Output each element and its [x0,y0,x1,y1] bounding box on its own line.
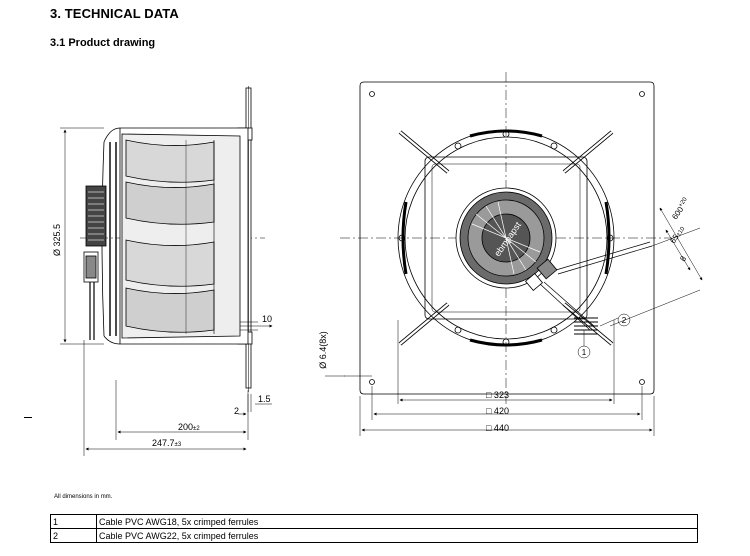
dim-323-label: □ 323 [486,390,509,400]
dim-1-5-label: 1.5 [258,394,271,404]
dimensions-note: All dimensions in mm. [54,494,113,500]
dim-200-label: 200±2 [178,422,200,432]
ferrule-length-label: 8 [678,254,688,263]
dim-200-value: 200 [178,422,193,432]
dim-10-label: 10 [262,314,272,324]
legend-number: 2 [50,528,97,543]
dim-247-value: 247.7 [152,438,175,448]
product-drawing: Ø 325.5 10 1.5 2 200±2 247.7±3 [52,72,703,456]
front-view: ebmpapst [340,72,672,404]
callout-2: 2 [622,316,627,325]
margin-mark [24,417,32,418]
table-row: 1 Cable PVC AWG18, 5x crimped ferrules [50,514,698,529]
strip-length-tolerance: ±10 [676,226,687,238]
dim-420-label: □ 420 [486,406,509,416]
cable-length-tolerance: +20 [678,196,689,208]
section-title: 3. TECHNICAL DATA [50,6,179,21]
table-row: 2 Cable PVC AWG22, 5x crimped ferrules [50,528,698,543]
legend-text: Cable PVC AWG22, 5x crimped ferrules [96,528,698,543]
side-view [80,86,265,392]
dim-440-label: □ 440 [486,423,509,433]
callout-1: 1 [582,348,587,357]
dim-200-tolerance: ±2 [193,426,200,432]
diameter-label: Ø 325.5 [52,224,62,256]
dim-247-label: 247.7±3 [152,438,182,448]
legend-text: Cable PVC AWG18, 5x crimped ferrules [96,514,698,529]
hole-label: Ø 6.4(8x) [318,331,328,369]
subsection-title: 3.1 Product drawing [50,37,156,49]
strip-length-label: 65±10 [668,224,687,245]
dim-247-tolerance: ±3 [175,442,182,448]
legend-table: 1 Cable PVC AWG18, 5x crimped ferrules 2… [50,514,698,543]
cable-length-label: 600+20 [670,196,691,221]
dim-2-label: 2 [234,406,239,416]
legend-number: 1 [50,514,97,529]
